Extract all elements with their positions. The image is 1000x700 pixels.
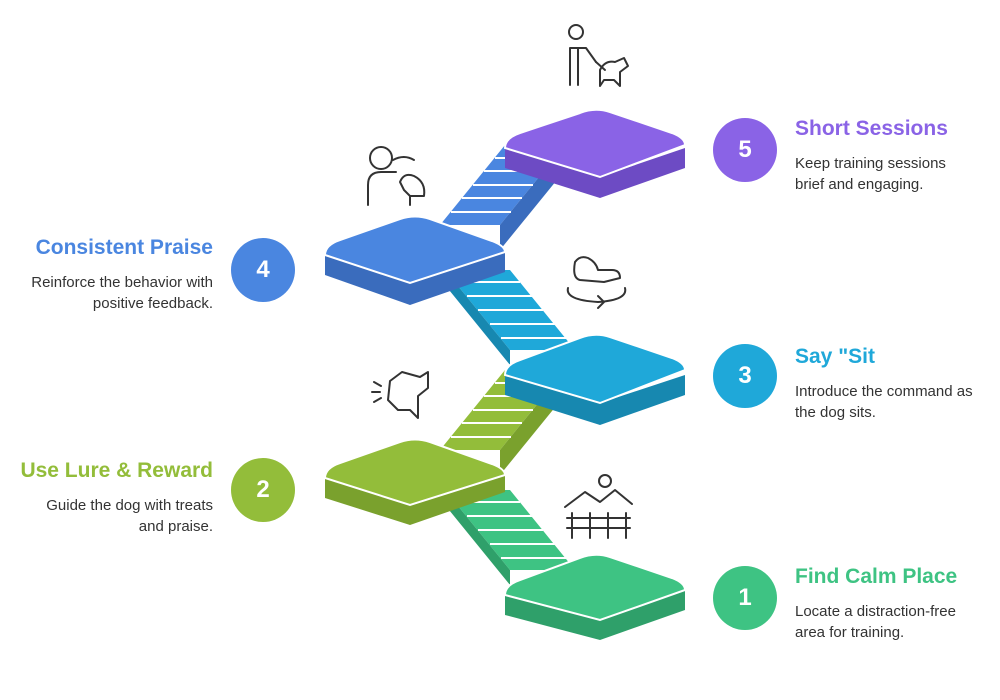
landscape-fence-icon bbox=[564, 474, 633, 539]
step-5: Short Sessions Keep training sessions br… bbox=[795, 117, 1000, 195]
step-number: 4 bbox=[256, 256, 270, 283]
platform-4 bbox=[323, 215, 507, 305]
step-description: Guide the dog with treats and praise. bbox=[46, 497, 213, 535]
platform-2 bbox=[323, 438, 507, 525]
step-badge-5: 5 bbox=[713, 118, 777, 182]
step-title: Find Calm Place bbox=[795, 565, 958, 588]
stair-flight-1 bbox=[445, 490, 575, 585]
step-title: Short Sessions bbox=[795, 117, 948, 140]
step-number: 1 bbox=[738, 584, 752, 611]
barking-dog-icon bbox=[371, 371, 429, 419]
step-badge-2: 2 bbox=[231, 458, 295, 522]
person-with-dog-icon bbox=[367, 146, 426, 206]
step-number: 2 bbox=[256, 476, 270, 503]
step-badge-4: 4 bbox=[231, 238, 295, 302]
step-1: Find Calm Place Locate a distraction-fre… bbox=[795, 565, 1000, 643]
step-number: 3 bbox=[738, 362, 752, 389]
step-title: Consistent Praise bbox=[35, 236, 213, 259]
step-2: Use Lure & Reward Guide the dog with tre… bbox=[0, 459, 213, 537]
step-description: Introduce the command as the dog sits. bbox=[795, 383, 973, 421]
dog-rotate-icon bbox=[566, 256, 627, 309]
step-title: Use Lure & Reward bbox=[20, 459, 213, 482]
step-description: Locate a distraction-free area for train… bbox=[795, 603, 956, 641]
step-number: 5 bbox=[738, 136, 752, 163]
platform-3 bbox=[503, 333, 687, 425]
platform-1 bbox=[503, 553, 687, 640]
stair-flight-3 bbox=[445, 270, 575, 365]
step-description: Keep training sessions brief and engagin… bbox=[795, 155, 946, 193]
step-title: Say "Sit bbox=[795, 345, 875, 368]
person-walking-dog-icon bbox=[568, 24, 629, 87]
platform-5 bbox=[503, 108, 687, 198]
step-description: Reinforce the behavior with positive fee… bbox=[31, 274, 213, 312]
step-4: Consistent Praise Reinforce the behavior… bbox=[0, 236, 213, 314]
step-badge-1: 1 bbox=[713, 566, 777, 630]
step-3: Say "Sit Introduce the command as the do… bbox=[795, 345, 1000, 423]
step-badge-3: 3 bbox=[713, 344, 777, 408]
